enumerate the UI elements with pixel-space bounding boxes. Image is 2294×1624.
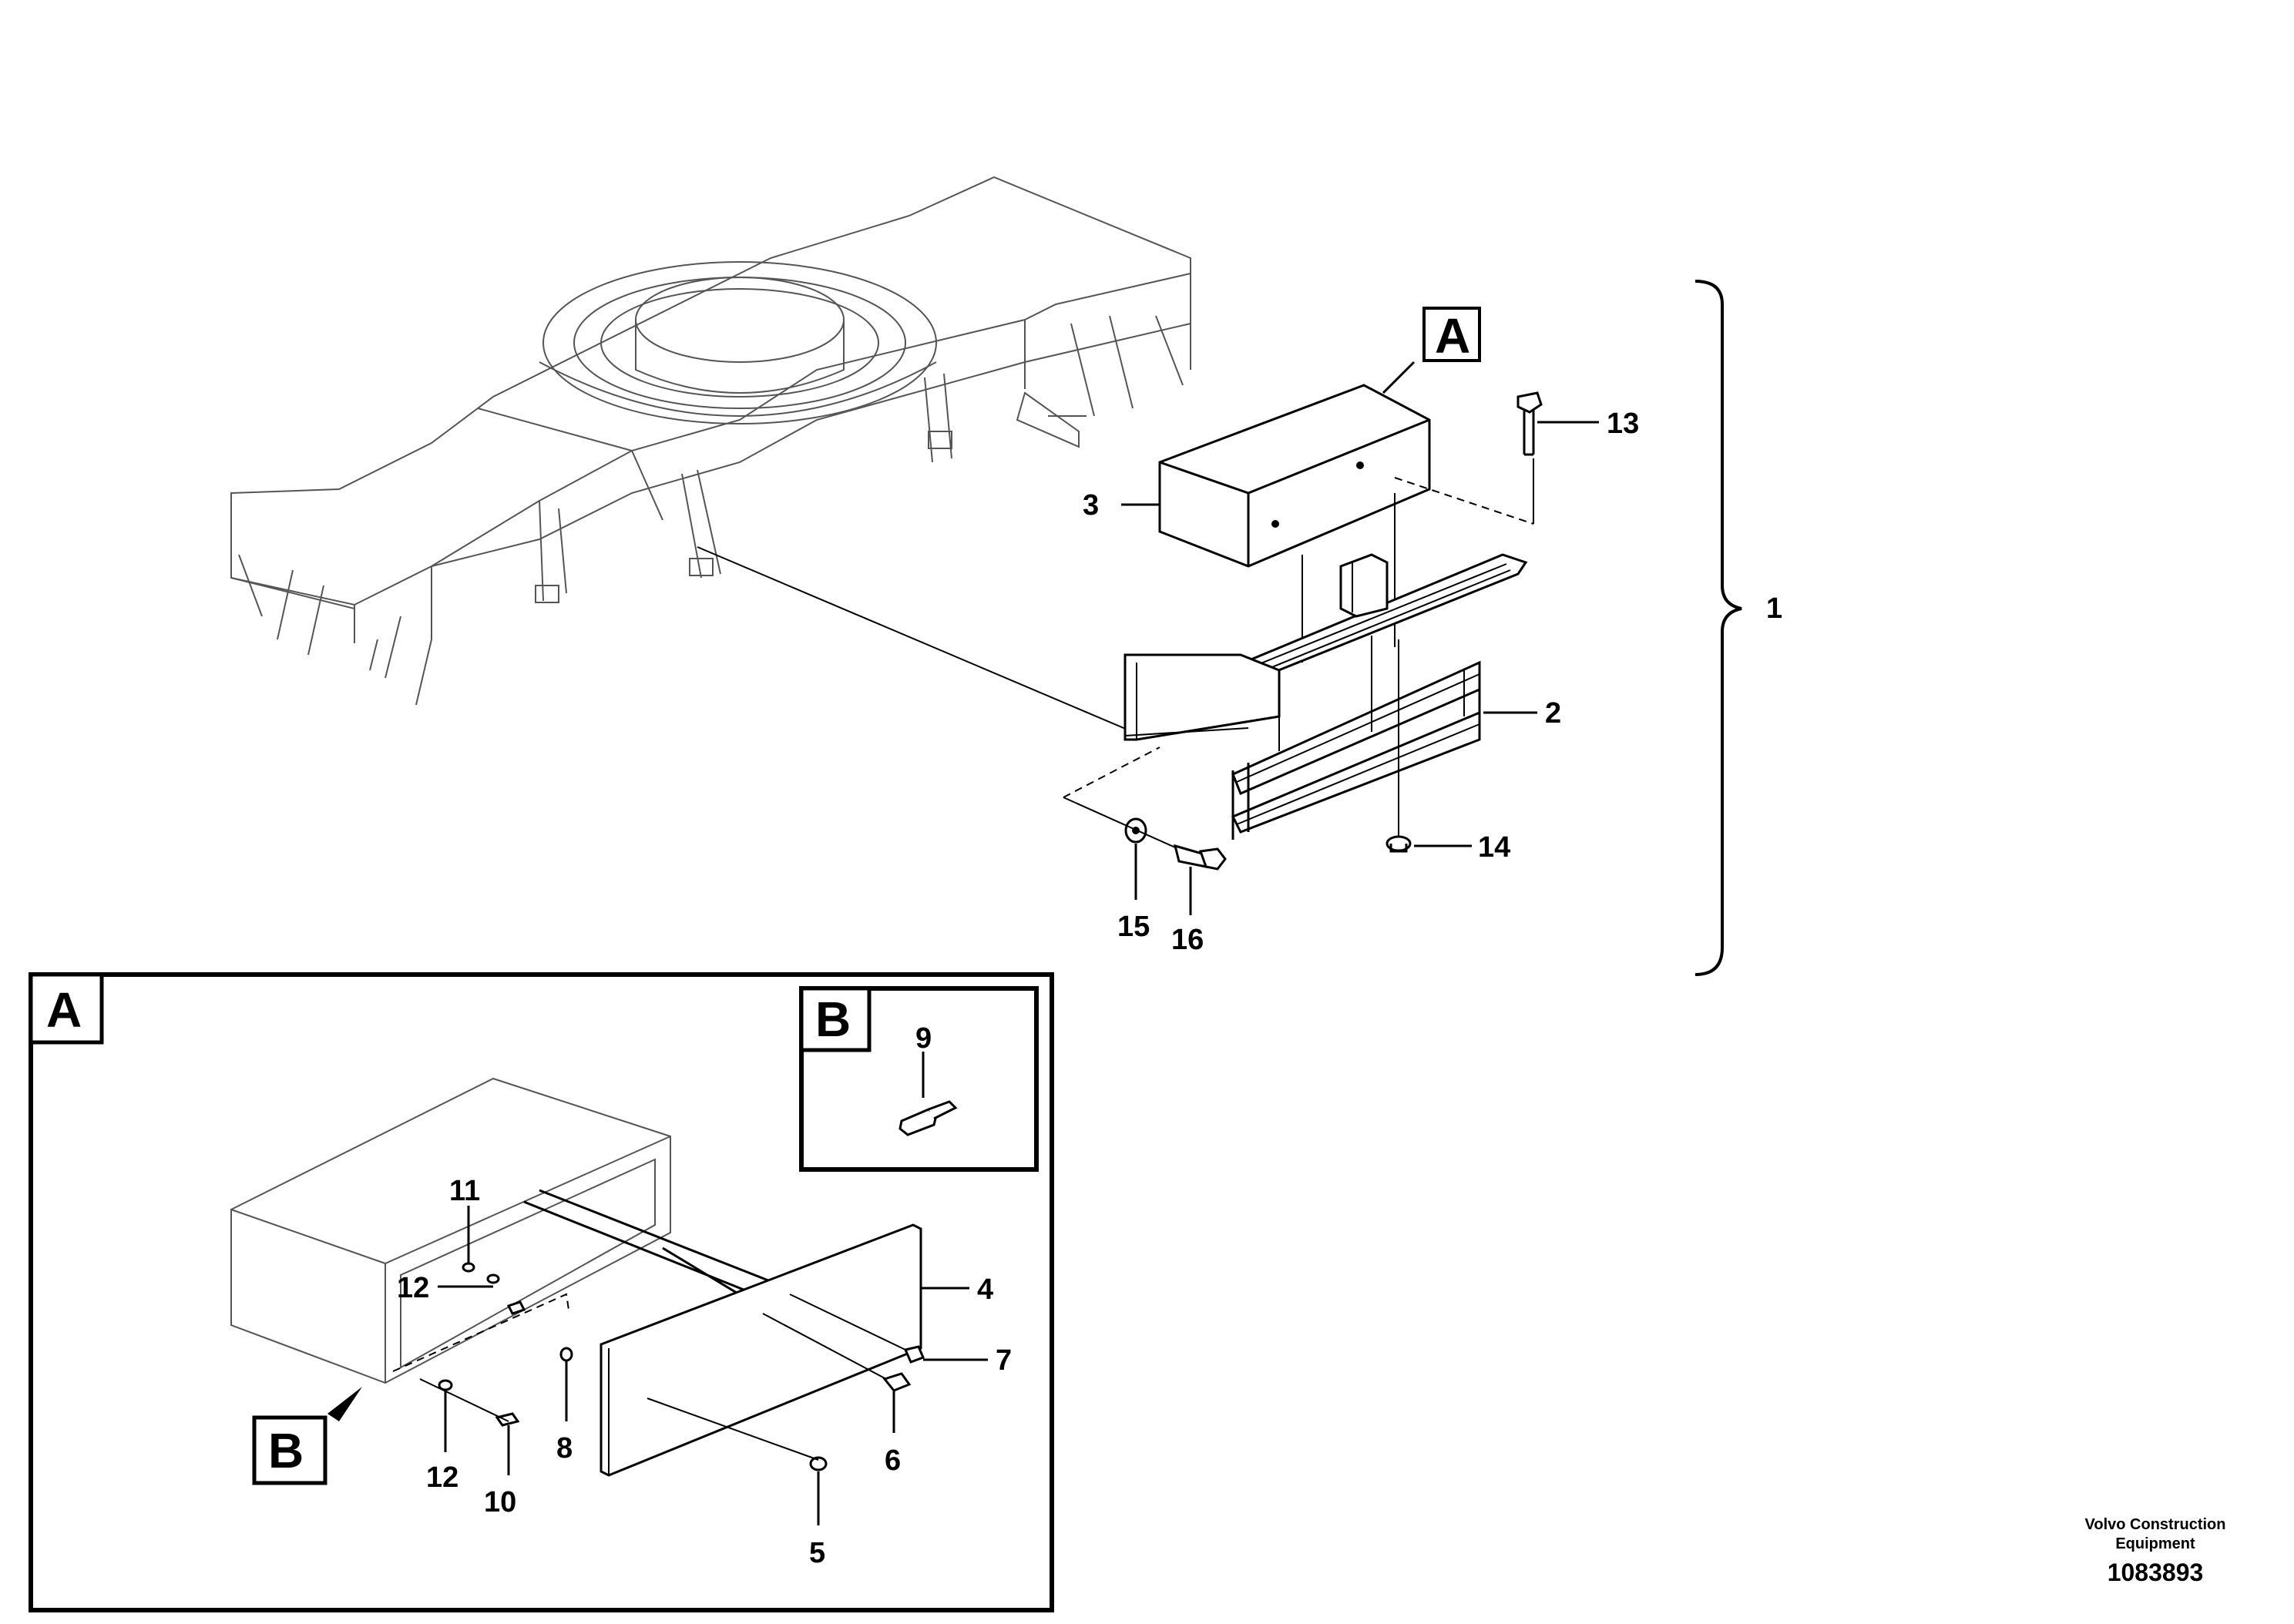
connector-line: [697, 546, 1134, 733]
detail-a-panel-label: A: [46, 982, 82, 1038]
part-12-pin: [506, 1300, 526, 1315]
callout-16: 16: [1171, 924, 1204, 956]
detail-b-pointer-label: B: [268, 1423, 304, 1478]
callout-5: 5: [809, 1537, 825, 1569]
hardware-13: [1516, 391, 1543, 456]
step-assembly: [1123, 493, 1528, 840]
dashed-line-13: [1394, 477, 1534, 525]
dashed-line-15: [1063, 747, 1160, 798]
part-10: [495, 1412, 520, 1427]
callout-14: 14: [1478, 831, 1510, 864]
callout-12-upper: 12: [397, 1272, 429, 1304]
detail-a-marker-box: [1422, 307, 1481, 362]
detail-dashed-line: [392, 1293, 569, 1372]
part-7: [903, 1345, 925, 1364]
callout-13: 13: [1607, 408, 1639, 440]
callout-6: 6: [885, 1444, 901, 1477]
footer-company-line2: Equipment: [2115, 1535, 2195, 1552]
callout-1: 1: [1766, 592, 1782, 625]
callout-7: 7: [996, 1344, 1012, 1377]
detail-a-panel-tag: [29, 972, 104, 1045]
leader-a-main: [1382, 361, 1416, 394]
callout-9: 9: [915, 1022, 932, 1055]
callout-12-lower: 12: [426, 1461, 458, 1494]
detail-b-pointer-arrow: [327, 1364, 378, 1421]
part-8: [559, 1347, 573, 1362]
assembly-brace: [1694, 280, 1742, 976]
detail-a-panel: [29, 972, 1054, 1612]
callout-3: 3: [1083, 489, 1099, 522]
part-11: [462, 1262, 475, 1273]
footer-company-line1: Volvo Construction: [2085, 1516, 2226, 1533]
hardware-14: [1385, 835, 1412, 853]
detail-a-marker-label: A: [1435, 308, 1470, 364]
footer-drawing-number: 1083893: [2108, 1559, 2204, 1586]
machine-frame: [230, 176, 1191, 706]
detail-guides: [419, 1293, 906, 1461]
pin-9-part: [898, 1100, 958, 1136]
toolbox: [1158, 384, 1431, 568]
callout-2: 2: [1545, 697, 1561, 730]
detail-b-panel: [799, 986, 1039, 1172]
callout-4: 4: [977, 1273, 993, 1306]
callout-8: 8: [556, 1432, 573, 1465]
detail-b-panel-label: B: [815, 992, 851, 1047]
detail-lid-panel: [600, 1223, 922, 1477]
callout-15: 15: [1117, 911, 1150, 943]
hardware-15-16: [1124, 817, 1227, 871]
part-6: [882, 1372, 912, 1392]
callout-10: 10: [484, 1486, 516, 1518]
part-12-lower: [438, 1379, 453, 1391]
part-5: [809, 1456, 828, 1471]
detail-b-panel-tag: [799, 986, 872, 1052]
detail-toolbox: [230, 1077, 671, 1384]
part-12-upper: [486, 1273, 500, 1284]
detail-b-pointer-box: [252, 1415, 327, 1485]
callout-11: 11: [449, 1175, 480, 1207]
guide-15: [1063, 797, 1176, 848]
